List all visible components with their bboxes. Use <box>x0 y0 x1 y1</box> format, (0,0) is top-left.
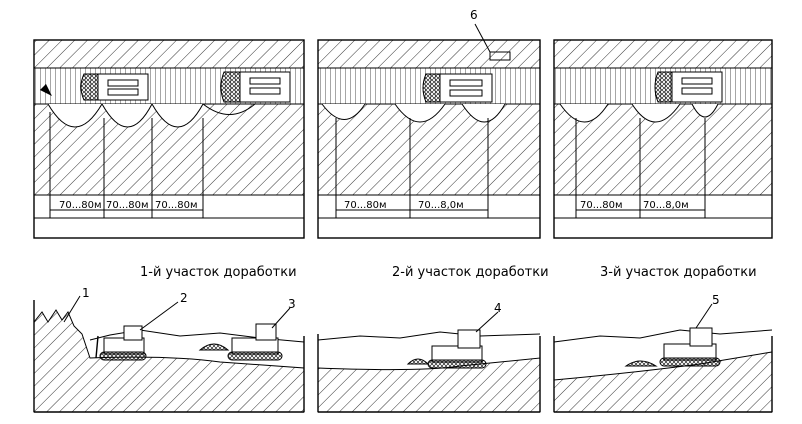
machine-icon <box>422 73 493 103</box>
machine-icon <box>654 71 723 103</box>
bulldozer-icon <box>406 329 487 369</box>
profile-view-2 <box>317 311 541 413</box>
plan-view-3 <box>553 39 773 239</box>
dimension-label: 70...8,0м <box>643 200 689 211</box>
dimension-label: 70...80м <box>344 200 387 211</box>
callout-4: 4 <box>494 301 502 315</box>
callout-1: 1 <box>82 286 90 300</box>
bulldozer-icon <box>624 327 721 367</box>
section-caption: 1-й участок доработки <box>140 265 297 280</box>
plan-view-2 <box>317 23 541 239</box>
dimension-label: 70...8,0м <box>418 200 464 211</box>
machine-icon <box>220 71 291 103</box>
dimension-label: 70...80м <box>106 200 149 211</box>
plan-view-1 <box>33 39 305 239</box>
bulldozer-icon <box>198 323 283 361</box>
dimension-label: 70...80м <box>155 200 198 211</box>
callout-2: 2 <box>180 291 188 305</box>
bulldozer-icon <box>95 325 147 361</box>
callout-6: 6 <box>470 8 478 22</box>
callout-5: 5 <box>712 293 720 307</box>
dimension-label: 70...80м <box>59 200 102 211</box>
machine-icon <box>80 73 149 101</box>
callout-3: 3 <box>288 297 296 311</box>
section-caption: 3-й участок доработки <box>600 265 757 280</box>
profile-view-1 <box>33 295 305 413</box>
dimension-label: 70...80м <box>580 200 623 211</box>
section-caption: 2-й участок доработки <box>392 265 549 280</box>
profile-view-3 <box>553 303 773 413</box>
